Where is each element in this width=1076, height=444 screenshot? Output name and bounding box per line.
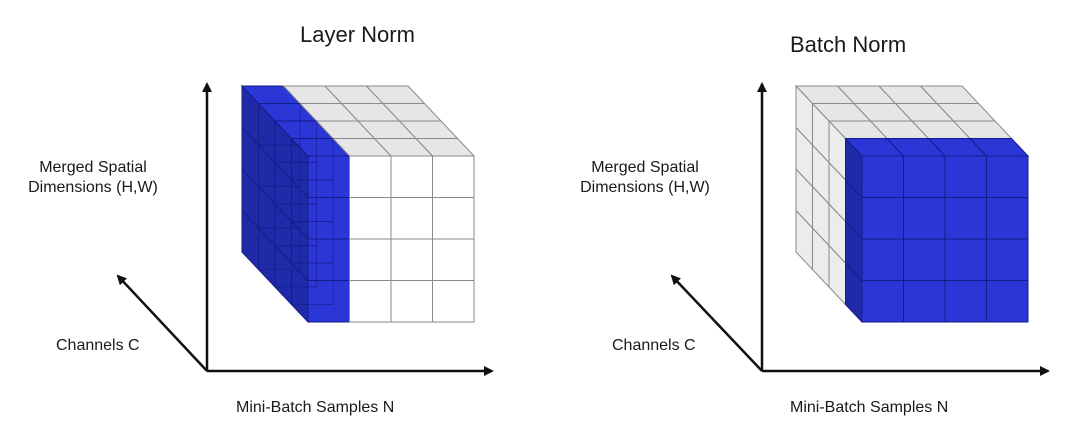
front-cell: [349, 197, 392, 240]
front-cell: [944, 280, 987, 323]
batch-norm-title: Batch Norm: [790, 32, 907, 57]
depth-slab-cell: [291, 138, 334, 181]
front-cell: [903, 280, 946, 323]
layer-norm-spatial-axis-label-line2: Dimensions (H,W): [28, 179, 158, 196]
front-cell: [986, 155, 1029, 198]
front-cell: [349, 238, 392, 281]
front-cell: [349, 155, 392, 198]
front-cell: [861, 197, 904, 240]
batch-norm-spatial-axis-label-line2: Dimensions (H,W): [580, 179, 710, 196]
front-cell: [390, 280, 433, 323]
layer-norm-samples-axis-label: Mini-Batch Samples N: [236, 399, 395, 416]
front-cell: [986, 280, 1029, 323]
batch-norm-spatial-axis-label-line1: Merged Spatial: [591, 159, 699, 176]
front-cell: [903, 238, 946, 281]
front-cell: [944, 238, 987, 281]
layer-norm-spatial-axis-label-line1: Merged Spatial: [39, 159, 147, 176]
front-cell: [432, 155, 475, 198]
layer-norm-title: Layer Norm: [300, 22, 415, 47]
front-cell: [861, 280, 904, 323]
channels-axis-arrow: [116, 274, 208, 372]
batch-norm-channels-axis-label: Channels C: [612, 337, 696, 354]
batch-norm-diagram: [670, 82, 1050, 376]
layer-norm-diagram: [116, 82, 494, 376]
channels-axis-arrow: [670, 274, 763, 372]
front-cell: [861, 155, 904, 198]
layer-norm-channels-axis-label: Channels C: [56, 337, 140, 354]
front-cell: [944, 155, 987, 198]
layer-norm-spatial-axis-label: Merged Spatial Dimensions (H,W): [4, 158, 182, 198]
front-cell: [903, 155, 946, 198]
depth-slab-cell: [258, 103, 301, 146]
front-cell: [432, 280, 475, 323]
front-cell: [986, 197, 1029, 240]
front-cell: [390, 238, 433, 281]
front-cell: [986, 238, 1029, 281]
front-cell: [903, 197, 946, 240]
batch-norm-samples-axis-label: Mini-Batch Samples N: [790, 399, 949, 416]
front-cell: [390, 197, 433, 240]
front-cell: [390, 155, 433, 198]
front-cell: [861, 238, 904, 281]
front-cell: [944, 197, 987, 240]
front-cell: [432, 197, 475, 240]
front-cell: [432, 238, 475, 281]
front-cell: [349, 280, 392, 323]
depth-slab-cell: [274, 120, 317, 163]
batch-norm-spatial-axis-label: Merged Spatial Dimensions (H,W): [556, 158, 734, 198]
